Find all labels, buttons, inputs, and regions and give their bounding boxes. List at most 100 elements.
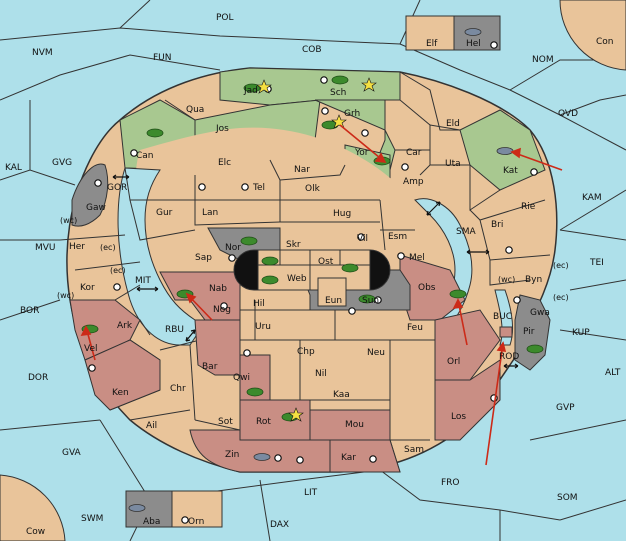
label-car: Car [406, 148, 422, 158]
label-jad: Jad [243, 86, 258, 96]
dislodge-stars [256, 77, 377, 422]
label-mou: Mou [345, 420, 364, 430]
label-orl: Orl [447, 357, 460, 367]
label-tel: Tel [252, 183, 265, 193]
coast-wc-2: (wc) [57, 291, 74, 300]
fleet-units [128, 28, 514, 512]
label-obs: Obs [418, 283, 436, 293]
sea-gor: GOR [107, 183, 127, 193]
label-rie: Rie [521, 202, 536, 212]
order-arrows [80, 124, 563, 466]
label-ark: Ark [117, 321, 133, 331]
region-los[interactable] [434, 359, 501, 441]
label-web: Web [287, 274, 307, 284]
sea-nvm: NVM [32, 48, 53, 58]
marker-rod [499, 326, 513, 338]
coast-ec-2: (ec) [110, 266, 126, 275]
region-orl[interactable] [434, 309, 501, 381]
label-skr: Skr [286, 240, 301, 250]
label-kaa: Kaa [333, 390, 350, 400]
label-jos: Jos [215, 124, 229, 134]
sea-kam: KAM [582, 193, 602, 203]
coast-wc-1: (wc) [60, 216, 77, 225]
coast-ec-1: (ec) [100, 243, 116, 252]
inner-sea-labels: GOR MIT RBU SMA BUC ROD [107, 183, 519, 362]
sea-mvu: MVU [35, 243, 56, 253]
coast-wc-3: (wc) [498, 275, 515, 284]
coast-ec-3: (ec) [553, 261, 569, 270]
region-zin[interactable] [189, 429, 331, 473]
sea-con: Con [596, 37, 614, 47]
label-elc: Elc [218, 158, 231, 168]
label-kor: Kor [80, 283, 95, 293]
region-cow[interactable] [0, 474, 66, 541]
region-labels: Elf Hel Aba Orn Jad Sch Qua Jos Grh Can … [69, 39, 550, 527]
label-uta: Uta [445, 159, 461, 169]
sea-som: SOM [557, 493, 578, 503]
sea-dor: DOR [28, 373, 48, 383]
sea-mit-rbu[interactable] [117, 167, 201, 346]
label-qua: Qua [186, 105, 204, 115]
label-qwi: Qwi [233, 373, 250, 383]
sea-swm: SWM [81, 514, 103, 524]
region-eun[interactable] [317, 277, 347, 307]
label-gwa: Gwa [530, 308, 550, 318]
label-hil: Hil [253, 299, 265, 309]
sea-nom: NOM [532, 55, 554, 65]
region-elf[interactable] [405, 15, 455, 51]
region-bar[interactable] [194, 319, 241, 376]
sea-pol: POL [216, 13, 234, 23]
label-pir: Pir [523, 327, 535, 337]
sea-mit: MIT [135, 276, 151, 286]
label-los: Los [451, 412, 466, 422]
label-chp: Chp [297, 347, 315, 357]
label-eun: Eun [325, 296, 342, 306]
label-sch: Sch [330, 88, 346, 98]
label-elf: Elf [426, 39, 438, 49]
label-neu: Neu [367, 348, 385, 358]
sea-sma: SMA [456, 227, 476, 237]
sea-gvp: GVP [556, 403, 575, 413]
coast-ec-4: (ec) [553, 293, 569, 302]
sea-kal: KAL [5, 163, 22, 173]
sea-ovd: OVD [558, 109, 578, 119]
label-olk: Olk [305, 184, 321, 194]
label-sam: Sam [404, 445, 424, 455]
label-nor: Nor [225, 243, 241, 253]
label-ken: Ken [112, 388, 129, 398]
label-can: Can [136, 151, 154, 161]
label-yor: Yor [354, 148, 369, 158]
label-hug: Hug [333, 209, 351, 219]
sea-cob: COB [302, 45, 322, 55]
label-gur: Gur [156, 208, 173, 218]
label-ost: Ost [318, 257, 334, 267]
label-esm: Esm [388, 232, 407, 242]
region-con[interactable] [559, 0, 626, 71]
label-bar: Bar [202, 362, 218, 372]
sea-fro: FRO [441, 478, 460, 488]
sea-rbu: RBU [165, 325, 184, 335]
region-orn[interactable] [171, 490, 223, 528]
sea-gvg: GVG [52, 158, 72, 168]
adjacency-markers [112, 174, 519, 369]
sea-gva: GVA [62, 448, 82, 458]
label-lan: Lan [202, 208, 218, 218]
label-sun: Sun [362, 296, 379, 306]
label-byn: Byn [525, 275, 542, 285]
label-ail: Ail [146, 421, 157, 431]
label-eld: Eld [446, 119, 460, 129]
label-orn: Orn [188, 517, 204, 527]
sea-fun: FUN [153, 53, 172, 63]
region-kar[interactable] [329, 439, 401, 473]
label-mel: Mel [409, 253, 425, 263]
label-sot: Sot [218, 417, 233, 427]
sea-cow: Cow [26, 527, 45, 537]
sea-dax: DAX [270, 520, 289, 530]
sea-kup: KUP [572, 328, 590, 338]
sea-buc: BUC [493, 312, 512, 322]
label-sap: Sap [195, 253, 212, 263]
sea-lit: LIT [304, 488, 318, 498]
sea-rod: ROD [499, 352, 519, 362]
region-ken[interactable] [84, 339, 161, 411]
